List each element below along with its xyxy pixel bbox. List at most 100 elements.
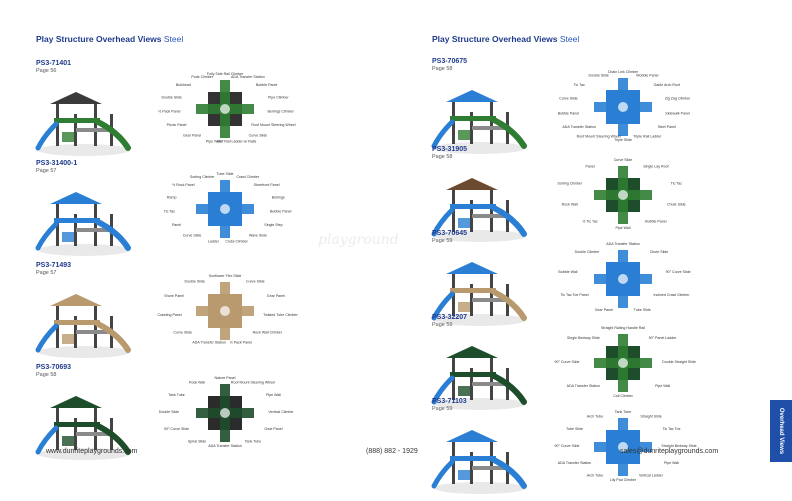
structure-photo	[32, 74, 136, 163]
diagram-label: 90° Panel Ladder	[649, 336, 678, 340]
diagram-label: 90° Curve Slide	[164, 427, 189, 431]
diagram-label: Curve Slide	[614, 158, 633, 162]
diagram-label: Tic Tac Toe	[663, 427, 681, 431]
diagram-label: Gable Arch Roof	[654, 83, 680, 87]
diagram-label: Straight Railing Handle Rail	[601, 326, 645, 330]
diagram-label: Steel Panel	[658, 125, 677, 129]
diagram-label: Double Climber	[575, 250, 601, 254]
diagram-label: Single Step	[264, 223, 282, 227]
right-page-header: Play Structure Overhead Views Steel	[432, 34, 580, 44]
footer-phone[interactable]: (888) 882 - 1929	[366, 448, 418, 455]
deck-height-marker	[220, 408, 230, 418]
structure-photo-svg	[431, 262, 527, 326]
diagram-label: Curve Slide	[246, 279, 265, 283]
diagram-label: Spiral Slide	[188, 439, 206, 443]
diagram-label: Tic Tac	[574, 83, 585, 87]
diagram-label: Chain Link Climber	[608, 70, 639, 74]
structure-photo-svg	[431, 430, 527, 494]
diagram-label: Roof Mount Steering Wheel	[251, 123, 295, 127]
structure-code: PS3-70675	[432, 58, 468, 65]
structure-code: PS3-71401	[36, 60, 72, 67]
structure-photo-svg	[35, 192, 131, 256]
diagram-label: ½ Pack Panel	[158, 110, 180, 114]
diagram-label: Bubble Panel	[645, 220, 667, 224]
right-page: Play Structure Overhead Views Steel	[396, 0, 792, 496]
structure-photo	[428, 244, 532, 333]
diagram-label: ½ Tic Tac	[583, 220, 598, 224]
structure-page-ref: Page 57	[36, 270, 57, 276]
diagram-label: ADA Transfer Station	[231, 75, 265, 79]
diagram-label: Crawl Climber	[237, 175, 260, 179]
deck-height-marker	[220, 204, 230, 214]
diagram-label: Tube Slide	[634, 308, 651, 312]
deck-height-marker	[618, 190, 628, 200]
structure-photo	[428, 160, 532, 249]
diagram-label: Lily Pad Climber	[610, 478, 637, 482]
structure-code: PS3-70693	[36, 364, 72, 371]
diagram-label: 90° Curve Slide	[554, 444, 579, 448]
structure-code: PS3-32207	[432, 314, 468, 321]
diagram-label: Gear Panel	[264, 427, 282, 431]
structure-page-ref: Page 59	[432, 238, 453, 244]
diagram-label: Nature Panel	[215, 376, 236, 380]
diagram-label: Inclined Crawl Climber	[654, 293, 691, 297]
diagram-label: Tic Tac	[164, 210, 175, 214]
footer-website[interactable]: www.dunriteplaygrounds.com	[46, 448, 138, 455]
diagram-label: Rock Wall	[562, 203, 578, 207]
structure-page-ref: Page 59	[432, 322, 453, 328]
diagram-label: Straight Bedway Slide	[661, 444, 696, 448]
diagram-label: Arch Tube	[587, 473, 603, 477]
diagram-label: Bubble Panel	[256, 83, 278, 87]
diagram-label: Tic Tac Toe Panel	[560, 293, 588, 297]
structure-photo	[32, 174, 136, 263]
diagram-label: Chute Slide	[650, 250, 669, 254]
diagram-label: Double Slide	[162, 96, 182, 100]
diagram-label: Half Rail Ladder w/ Rails	[217, 139, 257, 143]
diagram-label: Curve Slide	[249, 134, 268, 138]
footer-email[interactable]: sales@dunriteplaygrounds.com	[620, 448, 719, 455]
diagram-label: Coil Climber	[613, 394, 633, 398]
diagram-label: Straight Slide	[640, 415, 661, 419]
diagram-label: Tic Tac	[671, 182, 682, 186]
deck-height-marker	[220, 104, 230, 114]
diagram-label: Rock Wall	[189, 381, 205, 385]
diagram-label: Tube Slide	[216, 172, 233, 176]
diagram-label: ½ Pack Panel	[230, 341, 252, 345]
diagram-label: ADA Transfer Station	[567, 384, 601, 388]
deck-height-marker	[618, 442, 628, 452]
diagram-label: Gear Panel	[183, 134, 201, 138]
diagram-label: Belrings	[272, 196, 285, 200]
diagram-label: Tank Tube	[168, 393, 185, 397]
structure-page-ref: Page 58	[432, 66, 453, 72]
structure-photo-svg	[35, 294, 131, 358]
left-page-header: Play Structure Overhead Views Steel	[36, 34, 184, 44]
structure-photo	[428, 328, 532, 417]
diagram-label: Gear Panel	[595, 308, 613, 312]
structure-photo	[428, 412, 532, 501]
diagram-label: Belrings Climber	[268, 110, 295, 114]
side-tab-overhead-views[interactable]: Overhead Views	[770, 400, 792, 462]
diagram-label: Single Bedway Slide	[567, 336, 600, 340]
overhead-diagram: Straight Railing Handle Rail 90° Panel La…	[548, 320, 698, 411]
diagram-label: Wave Slide	[249, 234, 267, 238]
diagram-label: Triple Slide	[614, 138, 632, 142]
structure-photo	[32, 276, 136, 365]
structure-page-ref: Page 56	[36, 68, 57, 74]
